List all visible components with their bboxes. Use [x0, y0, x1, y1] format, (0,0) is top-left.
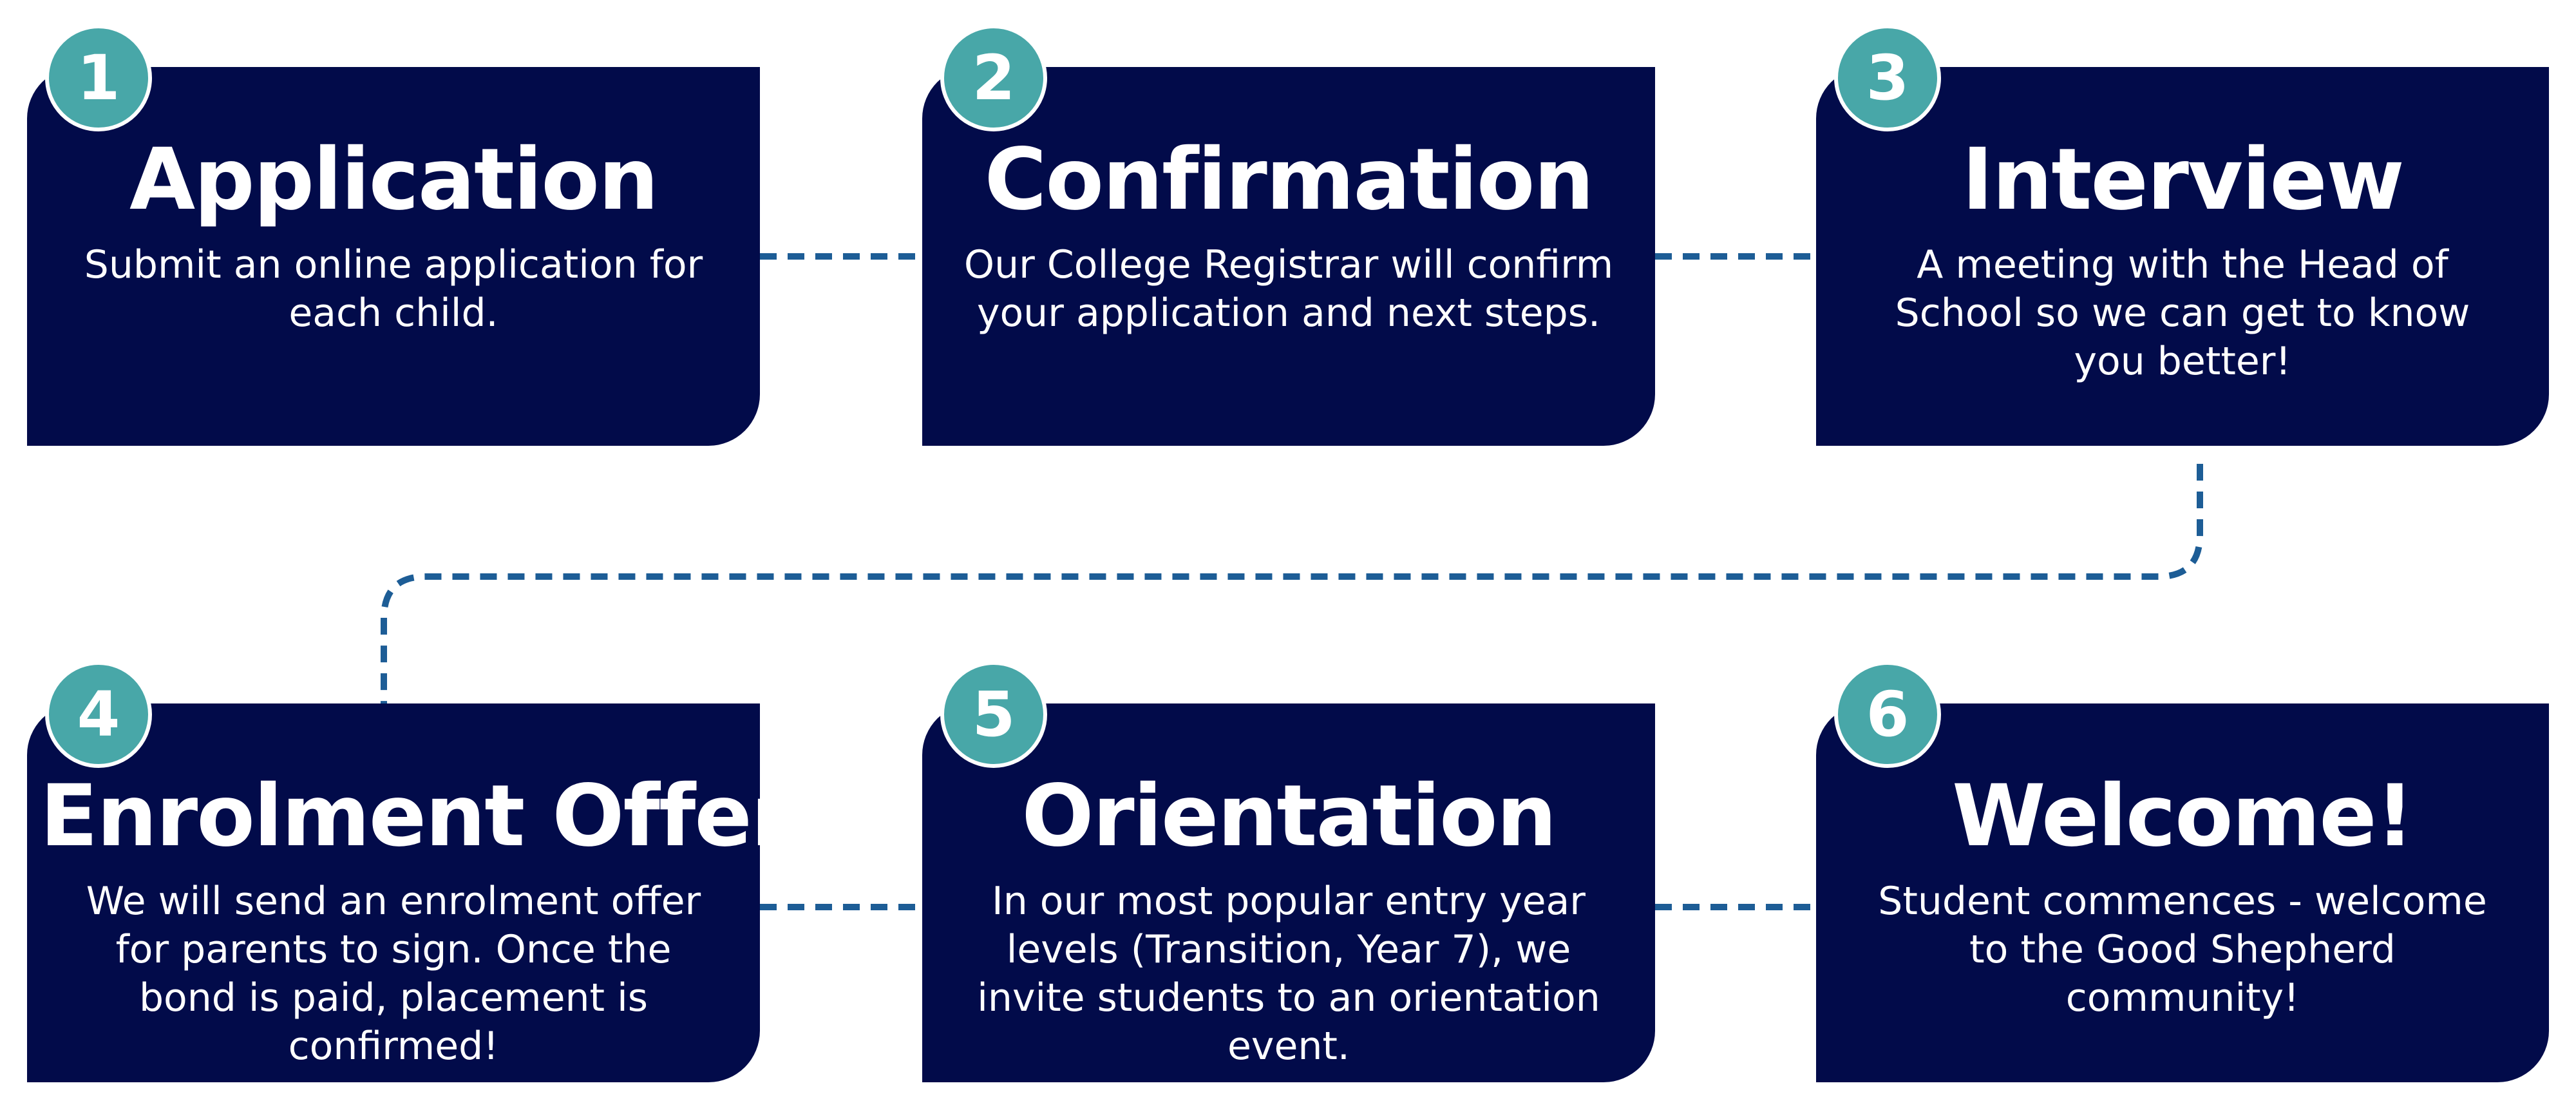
step-description: Submit an online application for each ch…: [84, 242, 703, 336]
step-number-badge: 4: [45, 661, 152, 768]
connector-3-4: [381, 464, 2203, 703]
step-number-badge: 5: [940, 661, 1047, 768]
step-title: Enrolment Offer: [40, 767, 793, 866]
step-title: Application: [129, 130, 659, 229]
step-number-badge: 3: [1834, 24, 1941, 131]
step-title: Interview: [1962, 130, 2405, 229]
step-number-badge: 1: [45, 24, 152, 131]
step-title: Orientation: [1021, 767, 1557, 866]
step-card-enrolment-offer: Enrolment Offer We will send an enrolmen…: [27, 703, 793, 1082]
step-number-badge: 2: [940, 24, 1047, 131]
step-number-badge: 6: [1834, 661, 1941, 768]
step-description: We will send an enrolment offer for pare…: [86, 879, 701, 1069]
step-description: Student commences - welcome to the Good …: [1878, 879, 2487, 1020]
step-card-welcome: Welcome! Student commences - welcome to …: [1816, 703, 2549, 1082]
step-card-application: Application Submit an online application…: [27, 67, 760, 446]
step-title: Confirmation: [984, 130, 1595, 229]
step-card-interview: Interview A meeting with the Head of Sch…: [1816, 67, 2549, 446]
step-description: A meeting with the Head of School so we …: [1895, 242, 2470, 384]
step-description: Our College Registrar will confirm your …: [963, 242, 1614, 336]
step-description: In our most popular entry year levels (T…: [977, 879, 1600, 1069]
step-card-orientation: Orientation In our most popular entry ye…: [922, 703, 1655, 1082]
step-card-confirmation: Confirmation Our College Registrar will …: [922, 67, 1655, 446]
step-title: Welcome!: [1952, 767, 2414, 866]
